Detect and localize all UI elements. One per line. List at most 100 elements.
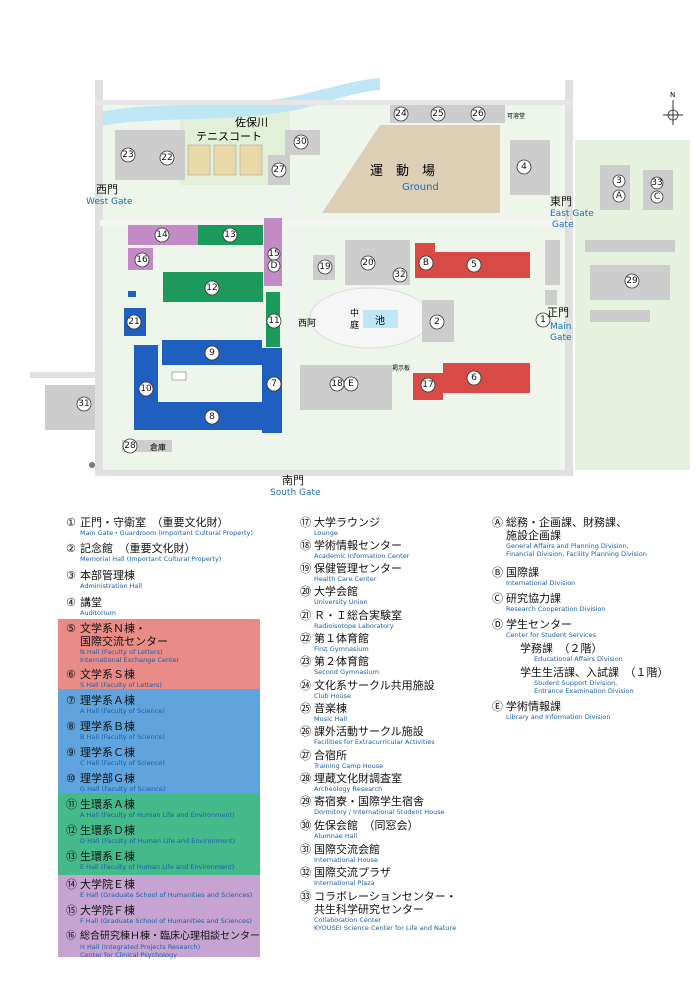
map-num-25: 25 [432,109,443,119]
map-num-33: 33 [651,178,662,188]
main-gate-en-2: Gate [550,333,572,343]
west-gate-jp: 西門 [96,183,118,196]
map-num-17: 17 [422,380,433,390]
map-num-9: 9 [209,348,215,358]
pond-label: 池 [375,314,385,327]
north-arrow-icon: N [663,91,683,125]
map-num-2: 2 [434,317,440,327]
map-num-1: 1 [540,315,546,325]
map-num-B: B [423,258,429,268]
soko-label: 倉庫 [150,442,166,452]
map-num-28: 28 [124,441,136,451]
courtyard-label-1: 中 [350,307,359,319]
south-gate-jp: 南門 [282,474,304,487]
ground-en: Ground [402,182,439,193]
tennis-court-1 [187,144,211,176]
map-num-11: 11 [268,316,279,326]
map-num-18: 18 [331,379,343,389]
map-num-A: A [616,191,623,201]
map-num-19: 19 [319,262,331,272]
map-num-15: 15 [268,249,279,259]
map-num-24: 24 [395,109,407,119]
map-num-5: 5 [471,260,477,270]
campus-map: 佐保川 31 23 22 テニスコート 27 30 24 25 26 可溶堂 運… [30,78,690,498]
road-south [95,470,573,476]
pond [363,310,398,328]
tennis-court-2 [213,144,237,176]
map-num-21: 21 [128,317,139,327]
road-west [95,80,103,475]
east-gate-en-2: Gate [552,220,574,230]
west-gate-en: West Gate [86,197,133,207]
map-num-D: D [271,261,278,271]
main-gate-jp: 正門 [547,306,569,319]
keiji-label: 掲示板 [392,364,410,372]
legend-item: 学務課 （２階）Educational Affairs Division [520,642,623,663]
tennis-court-3 [239,144,263,176]
band-graduate [58,875,260,957]
band-science [58,689,260,793]
map-num-E: E [348,379,354,389]
map-num-16: 16 [136,255,148,265]
east-gate-en: East Gate [550,209,594,219]
band-human-life [58,793,260,875]
west-arbor-label: 西阿 [298,318,316,329]
river-saho [100,78,380,126]
map-num-4: 4 [521,162,527,172]
courtyard-label-2: 庭 [350,319,359,331]
map-num-32: 32 [394,270,405,280]
map-num-23: 23 [122,150,133,160]
legend-item: 学生生活課、入試課 （１階） Student Support Division,… [520,666,669,695]
map-num-31: 31 [78,399,89,409]
band-letters [58,619,260,689]
east-gate-jp: 東門 [550,195,572,208]
map-num-29: 29 [626,276,638,286]
road-central [290,190,296,420]
south-gate-en: South Gate [270,488,321,498]
map-num-C: C [654,192,660,202]
sports-ground [322,125,500,213]
compass-label: N [670,91,675,99]
map-num-6: 6 [471,373,477,383]
tennis-label: テニスコート [196,130,262,143]
map-num-22: 22 [161,153,172,163]
map-num-20: 20 [362,258,374,268]
map-num-12: 12 [206,283,217,293]
map-num-3: 3 [616,176,622,186]
map-num-10: 10 [140,384,152,394]
map-num-14: 14 [156,230,168,240]
map-num-13: 13 [224,230,235,240]
